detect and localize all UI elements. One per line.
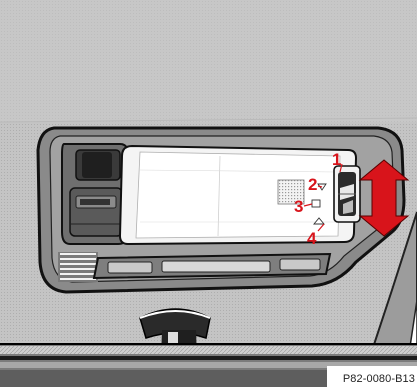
speaker-grille bbox=[58, 252, 98, 282]
reference-code: P82-0080-B13 bbox=[343, 373, 415, 385]
switch-square-mid bbox=[312, 200, 320, 207]
callout-1: 1 bbox=[332, 151, 341, 168]
callout-2: 2 bbox=[308, 176, 317, 193]
callout-3: 3 bbox=[294, 198, 303, 215]
rocker-switch bbox=[334, 166, 360, 222]
callout-4: 4 bbox=[307, 230, 316, 247]
console-housing bbox=[38, 128, 404, 292]
